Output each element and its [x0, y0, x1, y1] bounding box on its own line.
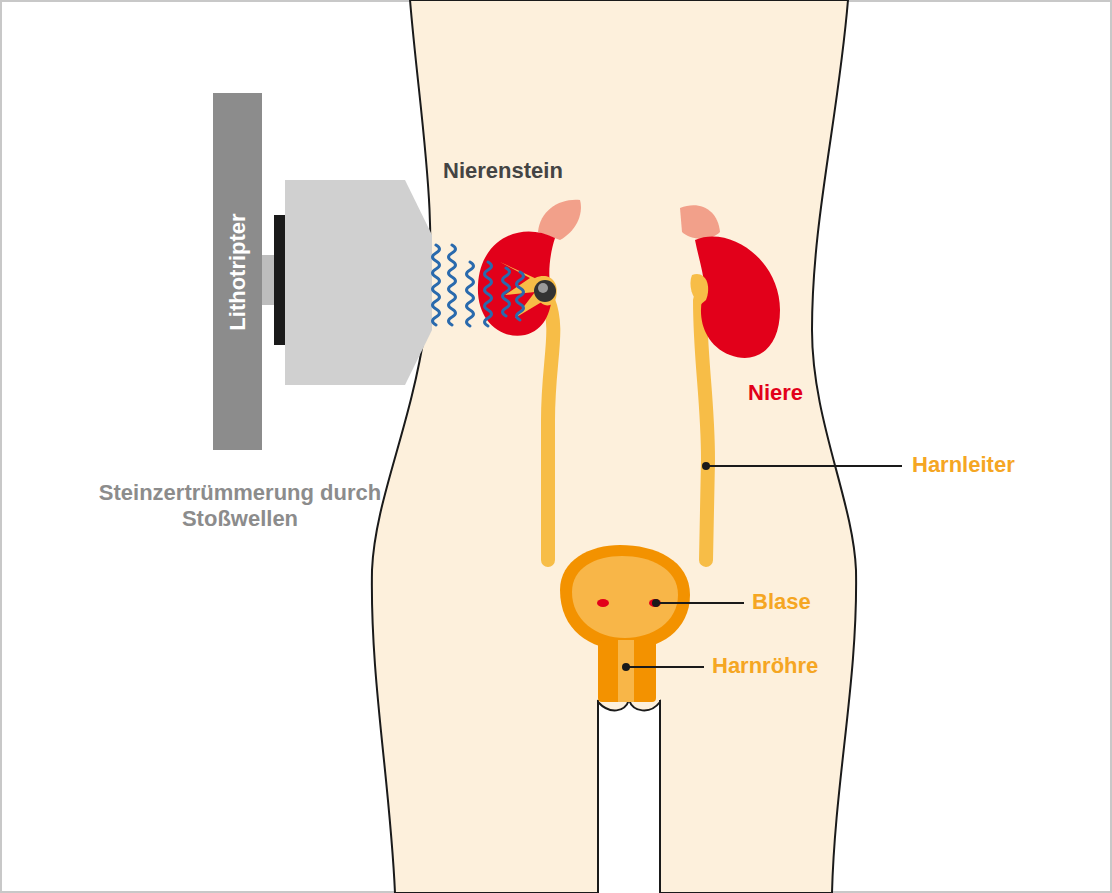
leader-line: [706, 465, 902, 467]
leg-line: [597, 700, 599, 893]
kidney-stone-shine: [538, 283, 548, 293]
leader-dot: [652, 599, 660, 607]
shock-waves: [433, 245, 524, 326]
shock-wave: [467, 262, 474, 326]
shock-wave: [503, 268, 510, 316]
shock-wave: [433, 245, 440, 325]
part-label: Blase: [752, 589, 811, 615]
bladder-inner: [572, 556, 678, 638]
renal-pelvis: [500, 262, 552, 318]
ureter: [700, 300, 708, 560]
leader-line: [656, 602, 744, 604]
body-outline: [372, 0, 856, 893]
part-label: Niere: [748, 380, 803, 406]
leader-line: [626, 666, 704, 668]
part-label: Harnleiter: [912, 452, 1015, 478]
urethra: [598, 640, 656, 702]
shock-wave: [449, 245, 456, 325]
leg-line: [659, 700, 661, 893]
legs-gap: [598, 700, 660, 893]
leader-dot: [702, 462, 710, 470]
ureter-orifice: [597, 599, 609, 607]
kidney-stone: [534, 280, 556, 302]
kidney: [695, 236, 780, 358]
leader-dot: [622, 663, 630, 671]
lithotripter-bar: Lithotripter: [213, 93, 262, 450]
ureter: [548, 300, 553, 560]
lithotripter-head: [285, 180, 432, 385]
urethra-inner: [618, 640, 634, 702]
lithotripter-plate: [274, 215, 285, 345]
part-label: Nierenstein: [443, 158, 563, 184]
shock-wave: [485, 262, 492, 326]
adrenal-gland: [680, 205, 720, 239]
renal-pelvis: [690, 274, 708, 305]
ureter-orifice: [649, 599, 661, 607]
bladder: [560, 545, 690, 650]
shock-wave: [517, 272, 524, 320]
legs-gap-fill: [598, 780, 660, 893]
renal-pelvis: [535, 276, 557, 305]
kidney: [478, 231, 555, 335]
device-label: Lithotripter: [225, 213, 251, 330]
part-label: Harnröhre: [712, 653, 818, 679]
caption-note: Steinzertrümmerung durch Stoßwellen: [95, 480, 385, 533]
